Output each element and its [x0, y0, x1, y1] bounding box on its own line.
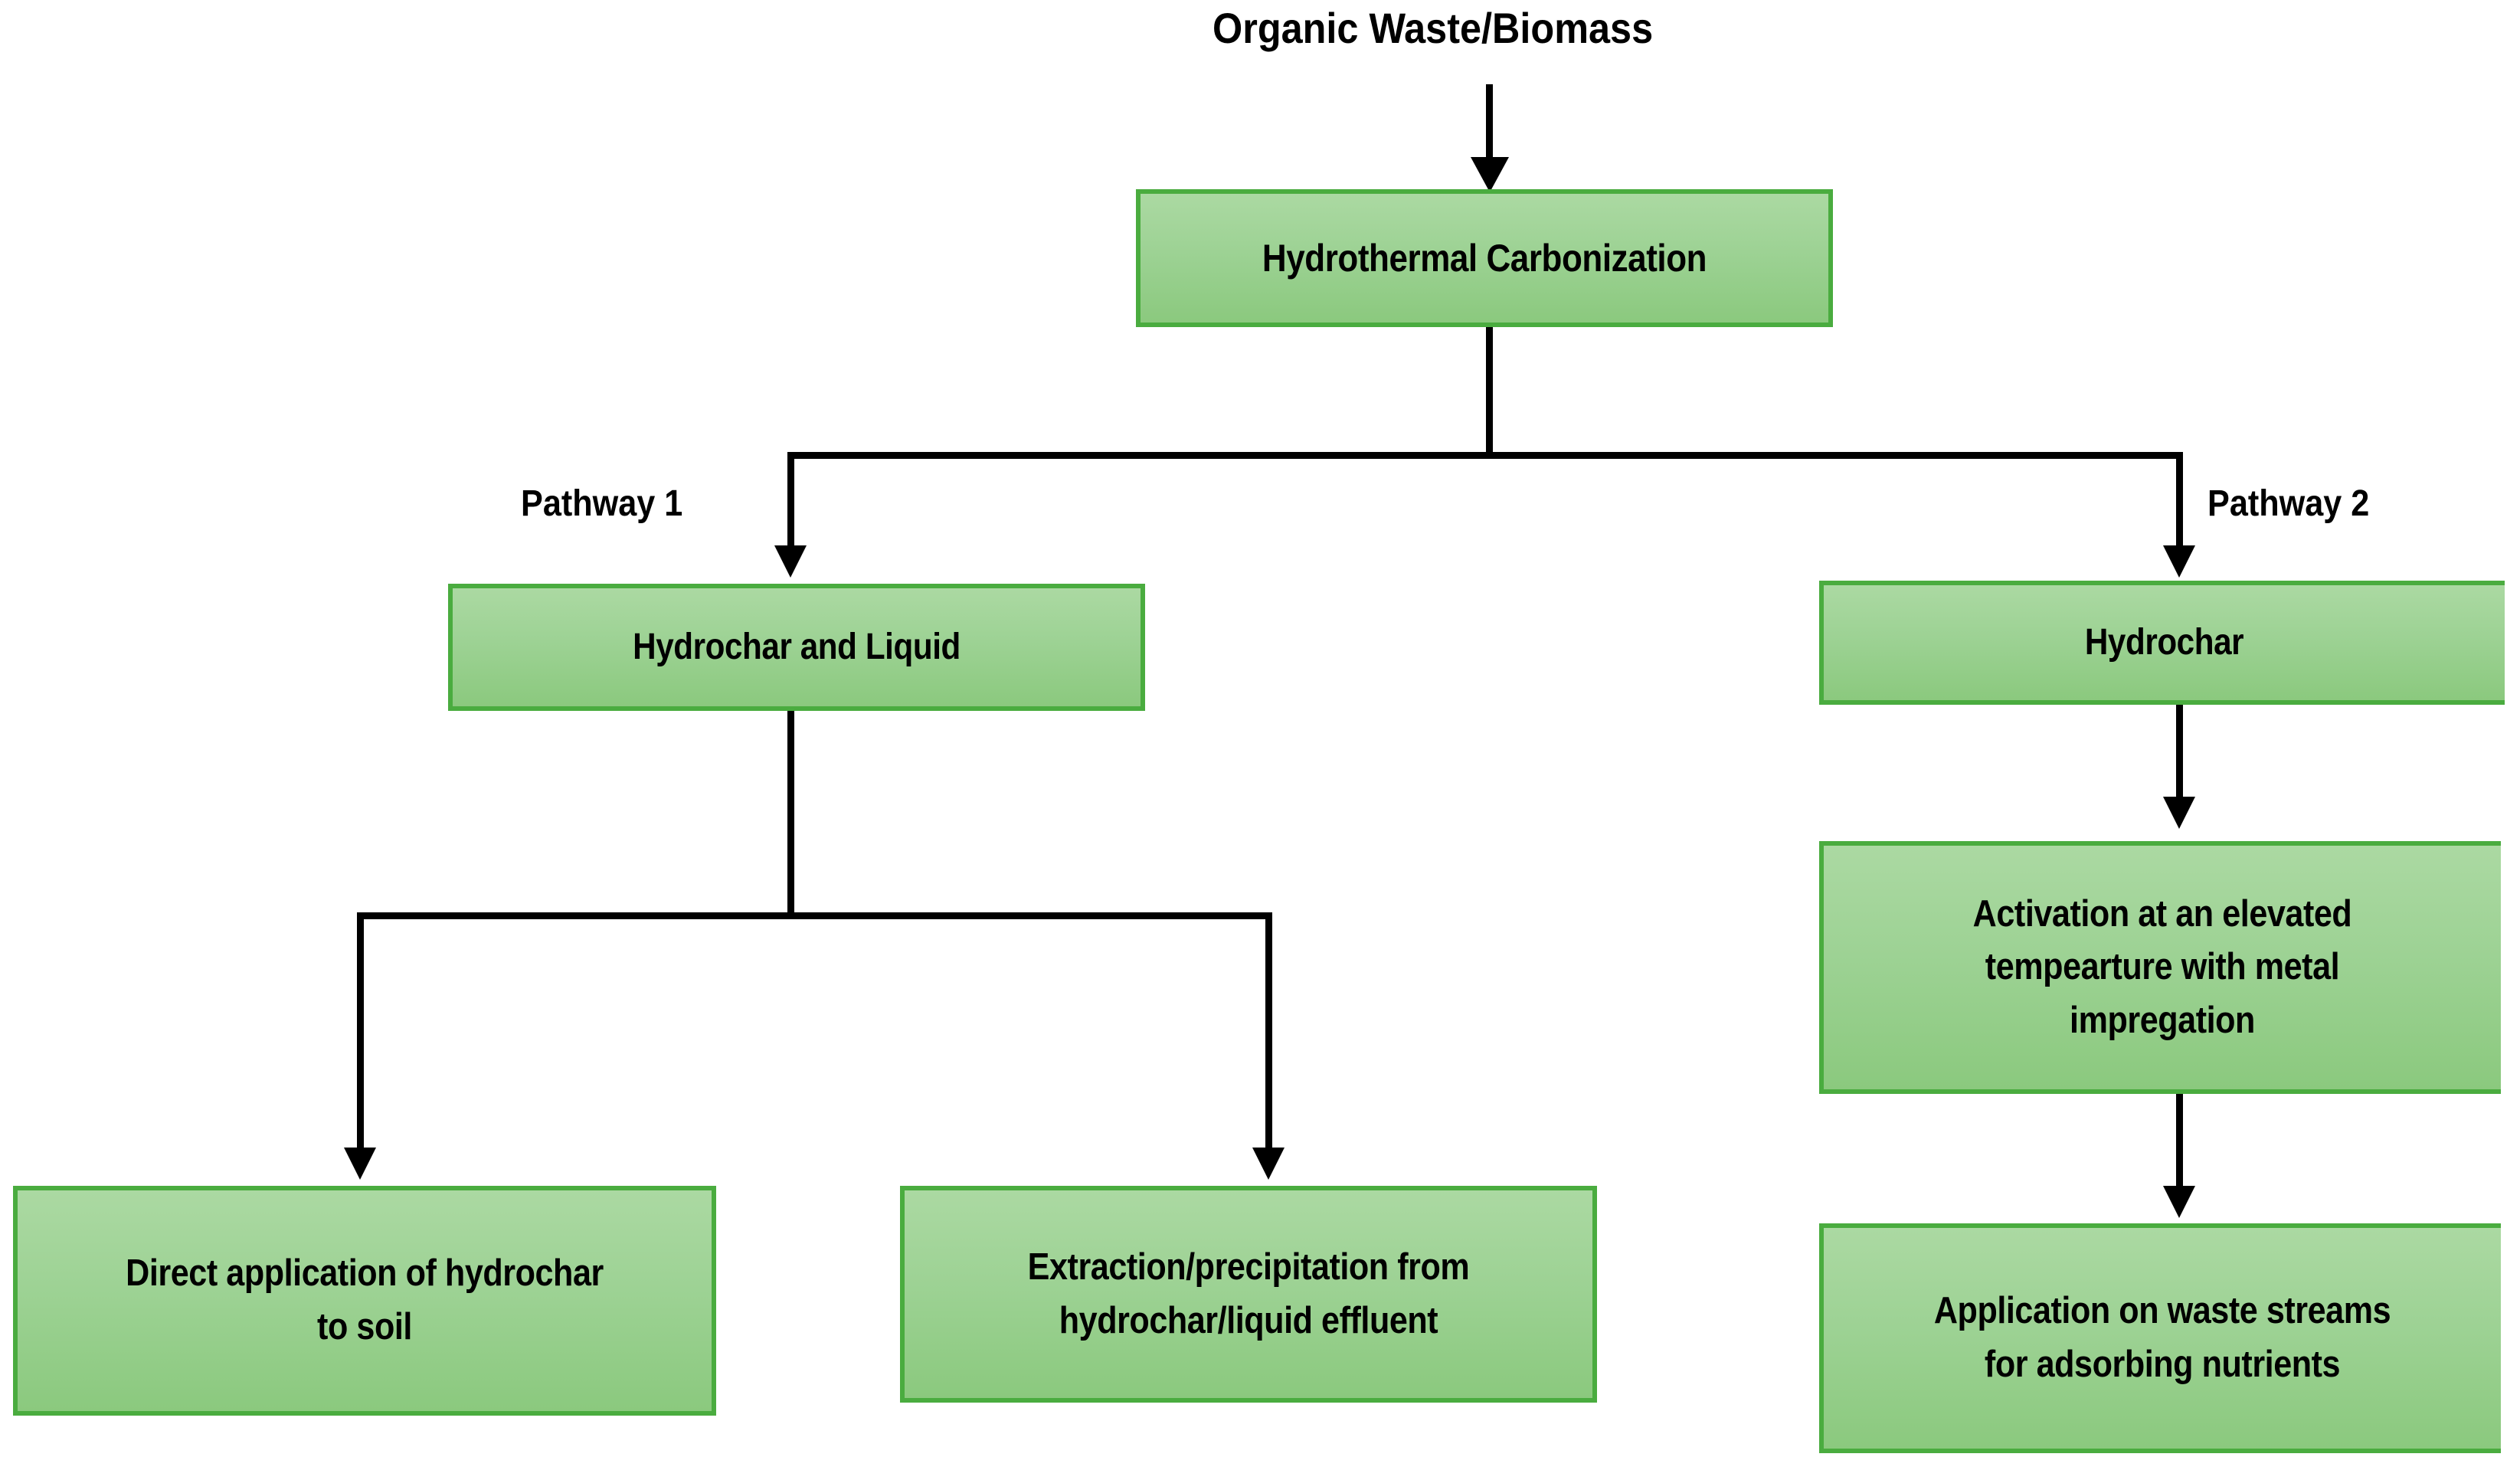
node-hydrochar-label: Hydrochar [2084, 621, 2244, 663]
connector-activation-to-application [2176, 1094, 2183, 1193]
node-hydrochar-and-liquid-label: Hydrochar and Liquid [633, 626, 961, 667]
node-hydrochar-and-liquid[interactable]: Hydrochar and Liquid [448, 584, 1145, 711]
connector-p1-stem [787, 711, 794, 919]
pathway-1-label: Pathway 1 [521, 483, 701, 525]
connector-hydrochar-to-activation [2176, 705, 2183, 804]
node-activation-elevated-temperature-label: Activation at an elevated tempearture wi… [1972, 892, 2352, 1041]
arrowhead-pathway2 [2163, 545, 2195, 578]
node-extraction-precipitation-label: Extraction/precipitation from hydrochar/… [1027, 1246, 1470, 1341]
source-title-label: Organic Waste/Biomass [1213, 4, 1654, 52]
source-title-text: Organic Waste/Biomass [1213, 5, 1702, 52]
connector-pathway2-drop [2176, 452, 2183, 567]
connector-process-stem [1486, 327, 1493, 459]
node-hydrochar[interactable]: Hydrochar [1819, 581, 2505, 705]
connector-p1-left-drop [357, 912, 364, 1165]
pathway-1-text: Pathway 1 [521, 483, 683, 524]
node-application-waste-streams[interactable]: Application on waste streams for adsorbi… [1819, 1223, 2501, 1453]
arrowhead-source-to-process [1471, 157, 1509, 192]
node-direct-application-to-soil[interactable]: Direct application of hydrochar to soil [13, 1186, 716, 1416]
node-extraction-precipitation[interactable]: Extraction/precipitation from hydrochar/… [900, 1186, 1597, 1403]
connector-pathway1-drop [787, 452, 794, 567]
connector-process-split-bar [787, 452, 2183, 459]
arrowhead-activation-to-application [2163, 1186, 2195, 1218]
connector-source-to-process [1486, 84, 1493, 172]
node-direct-application-to-soil-label: Direct application of hydrochar to soil [126, 1252, 604, 1347]
arrowhead-p1-left [344, 1148, 376, 1180]
connector-p1-right-drop [1265, 912, 1272, 1165]
pathway-2-text: Pathway 2 [2207, 483, 2370, 524]
arrowhead-pathway1 [774, 545, 807, 578]
node-application-waste-streams-label: Application on waste streams for adsorbi… [1933, 1290, 2391, 1385]
node-hydrothermal-carbonization-label: Hydrothermal Carbonization [1262, 236, 1707, 280]
node-activation-elevated-temperature[interactable]: Activation at an elevated tempearture wi… [1819, 841, 2501, 1094]
arrowhead-p1-right [1252, 1148, 1285, 1180]
arrowhead-hydrochar-to-activation [2163, 797, 2195, 829]
node-hydrothermal-carbonization[interactable]: Hydrothermal Carbonization [1136, 189, 1833, 327]
pathway-2-label: Pathway 2 [2207, 483, 2387, 525]
connector-p1-split-bar [357, 912, 1272, 919]
